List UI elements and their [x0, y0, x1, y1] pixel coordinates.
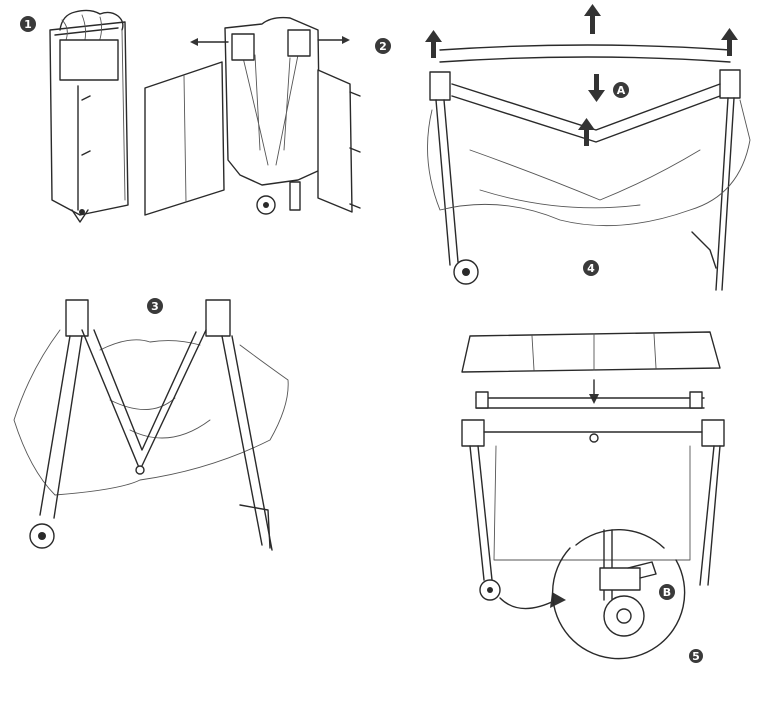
step-3-opened-frame: 3 — [13, 298, 289, 551]
step-3-badge: 3 — [147, 298, 163, 314]
step-2-number: 2 — [379, 40, 387, 53]
step-1-number: 1 — [24, 18, 32, 31]
step-4-badge: 4 — [583, 260, 599, 276]
step-2-badge: 2 — [375, 38, 391, 54]
mattress-pad — [461, 331, 721, 373]
step-4-raising-rails: A 4 — [425, 4, 751, 291]
step-1-folded-playard: 1 — [20, 9, 129, 223]
step-5-number: 5 — [692, 650, 700, 663]
callout-b-badge: B — [659, 584, 675, 600]
step-2-unfolding-playard: 2 — [144, 16, 391, 216]
callout-a-badge: A — [613, 82, 629, 98]
step-5-badge: 5 — [689, 649, 703, 663]
step-3-number: 3 — [151, 300, 159, 313]
step-1-badge: 1 — [20, 16, 36, 32]
step-5-mattress-and-brake: B 5 — [461, 331, 725, 663]
step-4-number: 4 — [587, 262, 595, 275]
callout-b-label: B — [663, 586, 671, 599]
callout-a-label: A — [617, 84, 626, 97]
magnified-wheel-circle — [551, 547, 686, 660]
